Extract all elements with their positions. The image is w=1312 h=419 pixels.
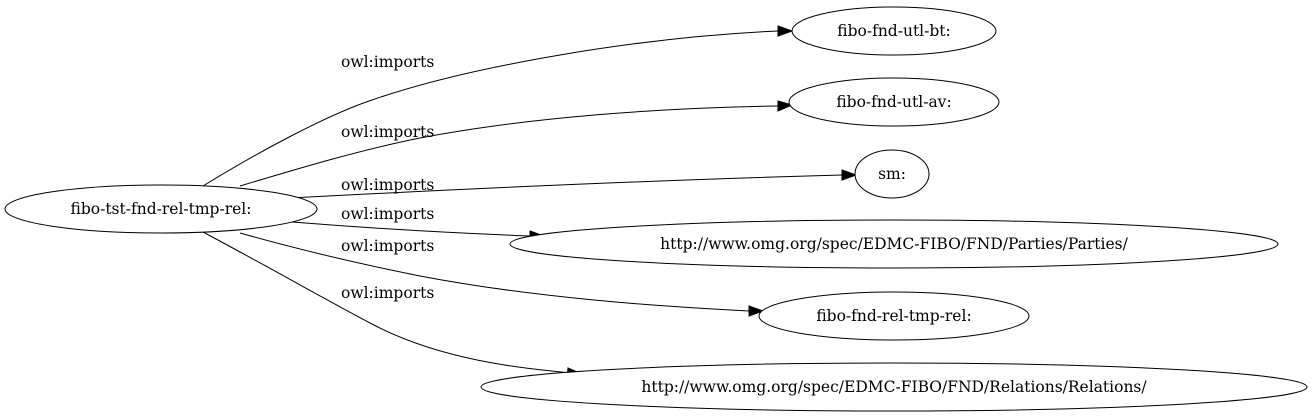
node-label: fibo-fnd-utl-bt: [837,22,951,40]
node-shape [4,184,318,234]
edge-label: owl:imports [341,176,434,194]
node-label: http://www.omg.org/spec/EDMC-FIBO/FND/Re… [641,378,1147,396]
node-fibo-fnd-rel-tmp-rel: fibo-fnd-rel-tmp-rel: [758,291,1030,341]
node-parties: http://www.omg.org/spec/EDMC-FIBO/FND/Pa… [509,219,1279,269]
node-label: fibo-fnd-utl-av: [836,93,951,111]
edge-line [202,231,571,374]
node-fibo-tst-fnd-rel-tmp-rel: fibo-tst-fnd-rel-tmp-rel: [4,184,318,234]
arrowhead [841,169,858,181]
arrowhead [777,25,794,37]
node-label: fibo-tst-fnd-rel-tmp-rel: [71,200,252,218]
node-shape [480,362,1308,412]
edge-line [289,174,843,199]
edge-to-sm: owl:imports [289,169,858,199]
arrowhead [748,305,765,317]
node-label: fibo-fnd-rel-tmp-rel: [816,307,971,325]
node-shape [854,149,930,199]
edge-label: owl:imports [341,284,434,302]
edge-to-fibo-fnd-rel-tmp-rel: owl:imports [239,232,765,317]
edge-label: owl:imports [341,53,434,71]
arrowhead [777,100,794,112]
node-shape [509,219,1279,269]
edge-to-fibo-fnd-utl-av: owl:imports [239,100,794,187]
edge-label: owl:imports [341,205,434,223]
edge-line [291,221,531,237]
node-shape [758,291,1030,341]
node-shape [791,6,997,56]
edge-label: owl:imports [341,123,434,141]
node-label: sm: [878,165,906,183]
edge-label: owl:imports [341,237,434,255]
edge-line [239,105,779,187]
edge-line [202,30,779,187]
edge-to-fibo-fnd-utl-bt: owl:imports [202,25,794,187]
node-label: http://www.omg.org/spec/EDMC-FIBO/FND/Pa… [660,235,1128,253]
node-fibo-fnd-utl-av: fibo-fnd-utl-av: [788,77,1000,127]
edge-to-parties: owl:imports [291,205,546,242]
node-sm: sm: [854,149,930,199]
node-relations: http://www.omg.org/spec/EDMC-FIBO/FND/Re… [480,362,1308,412]
edge-line [239,232,751,312]
node-fibo-fnd-utl-bt: fibo-fnd-utl-bt: [791,6,997,56]
node-shape [788,77,1000,127]
